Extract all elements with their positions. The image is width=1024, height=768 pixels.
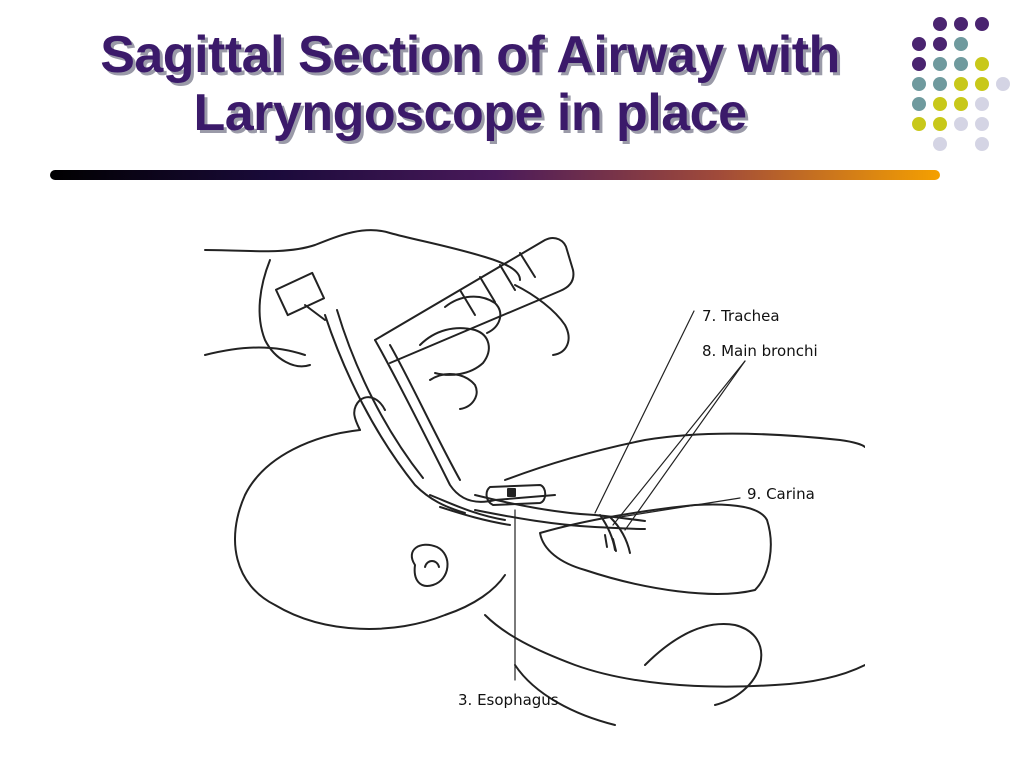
decorative-dot — [933, 57, 947, 71]
leader-trachea — [594, 310, 695, 514]
label-main-bronchi: 8. Main bronchi — [702, 342, 818, 360]
decorative-dot — [975, 137, 989, 151]
slide-title: Sagittal Section of Airway with Laryngos… — [40, 26, 900, 142]
label-trachea: 7. Trachea — [702, 307, 780, 325]
slide-title-line-1: Sagittal Section of Airway with — [100, 26, 840, 84]
leader-carina — [619, 497, 741, 518]
laryngoscope-handle — [374, 237, 575, 364]
trachea-tube — [474, 494, 646, 522]
decorative-dot — [975, 97, 989, 111]
decorative-dot-grid — [912, 17, 1010, 151]
arm — [644, 623, 763, 706]
decorative-dot — [933, 137, 947, 151]
decorative-dot — [975, 17, 989, 31]
decorative-dot — [954, 117, 968, 131]
ear — [410, 543, 449, 587]
slide-title-line-2: Laryngoscope in place — [193, 84, 748, 142]
leader-lines — [514, 310, 746, 681]
leader-bronchi-b — [624, 360, 746, 531]
decorative-dot — [975, 57, 989, 71]
decorative-dot — [954, 17, 968, 31]
esophagus-tube — [429, 494, 506, 521]
bronchi-right — [609, 516, 631, 554]
decorative-dot — [912, 37, 926, 51]
thumb — [514, 284, 570, 356]
tube-connector — [274, 271, 326, 317]
label-esophagus: 3. Esophagus — [458, 691, 559, 709]
decorative-dot — [954, 57, 968, 71]
decorative-dot — [933, 97, 947, 111]
airway-illustration — [204, 229, 866, 726]
decorative-dot — [954, 37, 968, 51]
decorative-dot — [975, 77, 989, 91]
decorative-dot — [912, 57, 926, 71]
label-carina: 9. Carina — [747, 485, 815, 503]
leader-bronchi-a — [612, 360, 746, 526]
decorative-dot — [933, 37, 947, 51]
decorative-dot — [996, 77, 1010, 91]
laryngoscope-blade — [374, 339, 556, 503]
hand-lower — [204, 346, 306, 356]
decorative-dot — [912, 97, 926, 111]
torso-front — [504, 432, 866, 481]
airway-diagram: 7. Trachea 8. Main bronchi 9. Carina 3. … — [175, 195, 866, 740]
decorative-dot — [933, 17, 947, 31]
lung-outline — [539, 503, 772, 595]
decorative-dot — [933, 117, 947, 131]
blade-light — [507, 488, 516, 497]
title-divider-rule — [50, 170, 940, 180]
decorative-dot — [975, 117, 989, 131]
torso-back — [484, 614, 866, 688]
hand-outline — [204, 229, 521, 281]
decorative-dot — [912, 77, 926, 91]
fingers — [419, 327, 490, 376]
decorative-dot — [912, 117, 926, 131]
decorative-dot — [933, 77, 947, 91]
decorative-dot — [954, 97, 968, 111]
head-outline — [234, 429, 506, 630]
endotracheal-tube — [324, 314, 466, 514]
decorative-dot — [954, 77, 968, 91]
blade-tip — [485, 484, 547, 506]
chest-lower — [514, 664, 616, 726]
